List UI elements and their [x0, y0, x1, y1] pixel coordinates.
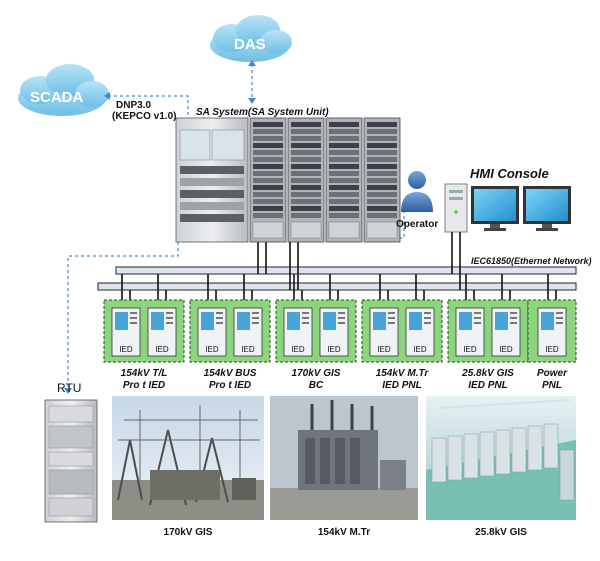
- ied-device-icon: IED: [111, 307, 141, 357]
- ied-panels: IED IED IED IED IED IED IED IED IED IED IED: [103, 299, 577, 363]
- rtu-cabinet-icon: [44, 399, 98, 523]
- panel-6-line1: Power: [536, 368, 567, 379]
- panel-5-line1: 25.8kV GIS: [462, 368, 514, 379]
- ethernet-network: [97, 266, 577, 291]
- panel-1-line1: 154kV T/L: [120, 368, 168, 379]
- ied-device-icon: IED: [197, 307, 227, 357]
- photo-170kv-gis: [112, 396, 264, 520]
- panel-3-line2: BC: [308, 380, 324, 391]
- rtu-label: RTU: [57, 381, 82, 395]
- ied-label: IED: [463, 345, 477, 354]
- panel-4-line2: IED PNL: [382, 380, 422, 391]
- panel-2-line1: 154kV BUS: [203, 368, 257, 379]
- photo-caption-1: 170kV GIS: [163, 527, 213, 538]
- ied-label: IED: [377, 345, 391, 354]
- ied-label: IED: [291, 345, 305, 354]
- ied-device-icon: IED: [369, 307, 399, 357]
- ied-label: IED: [413, 345, 427, 354]
- photo-25kv-gis: [426, 396, 576, 520]
- ied-panel-2: IED IED: [189, 299, 271, 363]
- scada-label: SCADA: [30, 89, 84, 106]
- hmi-console-label: HMI Console: [470, 166, 549, 181]
- ied-label: IED: [155, 345, 169, 354]
- panel-6-line2: PNL: [542, 380, 562, 391]
- panel-4-line1: 154kV M.Tr: [375, 368, 429, 379]
- photo-caption-2: 154kV M.Tr: [317, 527, 371, 538]
- operator-label: Operator: [396, 219, 439, 230]
- ied-panel-6: IED: [527, 299, 577, 363]
- sa-system-label: SA System(SA System Unit): [196, 107, 329, 118]
- dnp-label-2: (KEPCO v1.0): [112, 111, 177, 122]
- network-drops: [121, 232, 557, 304]
- scada-cloud-icon: [18, 64, 109, 116]
- ied-device-icon: IED: [147, 307, 177, 357]
- ied-panel-1: IED IED: [103, 299, 185, 363]
- ied-device-icon: IED: [233, 307, 263, 357]
- photo-caption-3: 25.8kV GIS: [475, 527, 527, 538]
- comm-links: [67, 64, 405, 392]
- hmi-console-icon: [444, 183, 571, 233]
- ied-device-icon: IED: [319, 307, 349, 357]
- ied-device-icon: IED: [455, 307, 485, 357]
- ied-device-icon: IED: [491, 307, 521, 357]
- photo-154kv-mtr: [270, 396, 418, 520]
- panel-1-line2: Pro t IED: [122, 380, 166, 391]
- panel-3-line1: 170kV GIS: [291, 368, 341, 379]
- das-cloud-icon: [210, 15, 292, 62]
- ied-label: IED: [205, 345, 219, 354]
- panel-2-line2: Pro t IED: [208, 380, 252, 391]
- ied-panel-3: IED IED: [275, 299, 357, 363]
- ied-panel-4: IED IED: [361, 299, 443, 363]
- network-label: IEC61850(Ethernet Network): [471, 256, 592, 266]
- ied-device-icon: IED: [537, 307, 567, 357]
- dnp-label-1: DNP3.0: [116, 100, 152, 111]
- operator-icon: [401, 171, 433, 212]
- ied-device-icon: IED: [405, 307, 435, 357]
- scada-link: [108, 95, 189, 118]
- ied-device-icon: IED: [283, 307, 313, 357]
- ied-panel-5: IED IED: [447, 299, 529, 363]
- ied-label: IED: [545, 345, 559, 354]
- ied-label: IED: [241, 345, 255, 354]
- das-label: DAS: [234, 36, 266, 53]
- panel-5-line2: IED PNL: [468, 380, 508, 391]
- ied-label: IED: [119, 345, 133, 354]
- sa-system-racks: [175, 117, 401, 243]
- rtu-link: [67, 236, 179, 392]
- ied-label: IED: [499, 345, 513, 354]
- ied-label: IED: [327, 345, 341, 354]
